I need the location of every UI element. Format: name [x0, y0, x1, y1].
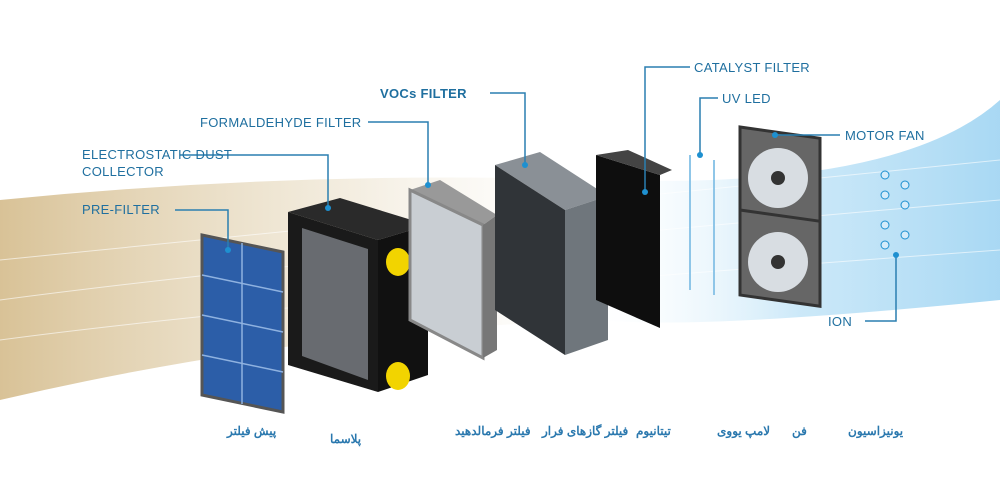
ion-particles	[880, 170, 910, 250]
label-motor-fan: MOTOR FAN	[845, 128, 925, 143]
fa-label-plasma: پلاسما	[330, 432, 362, 446]
label-catalyst: CATALYST FILTER	[694, 60, 810, 75]
label-vocs: VOCs FILTER	[380, 86, 467, 101]
fa-label-ionization: یونیزاسیون	[848, 424, 904, 438]
label-uv-led: UV LED	[722, 91, 771, 106]
electrostatic-collector	[288, 198, 428, 392]
label-formaldehyde: FORMALDEHYDE FILTER	[200, 115, 362, 130]
leader-lines	[175, 66, 897, 322]
catalyst-filter	[596, 150, 672, 328]
fa-label-titanium: تیتانیوم	[636, 424, 671, 438]
label-pre-filter: PRE-FILTER	[82, 202, 160, 217]
fa-label-formaldehyde: فیلتر فرمالدهید	[455, 424, 531, 438]
fa-label-uv-lamp: لامپ یووی	[717, 424, 771, 438]
pre-filter	[200, 233, 285, 414]
motor-fan	[738, 125, 822, 308]
label-electrostatic-1: ELECTROSTATIC DUST	[82, 147, 233, 162]
uv-led	[689, 155, 715, 295]
fa-label-pre-filter: پیش فیلتر	[227, 424, 277, 438]
label-electrostatic-2: COLLECTOR	[82, 164, 164, 179]
leader-dots	[225, 132, 899, 258]
fa-label-fan: فن	[792, 424, 807, 438]
fa-label-vocs: فیلتر گازهای فرار	[542, 424, 629, 438]
formaldehyde-filter	[408, 180, 497, 361]
label-ion: ION	[828, 314, 853, 329]
